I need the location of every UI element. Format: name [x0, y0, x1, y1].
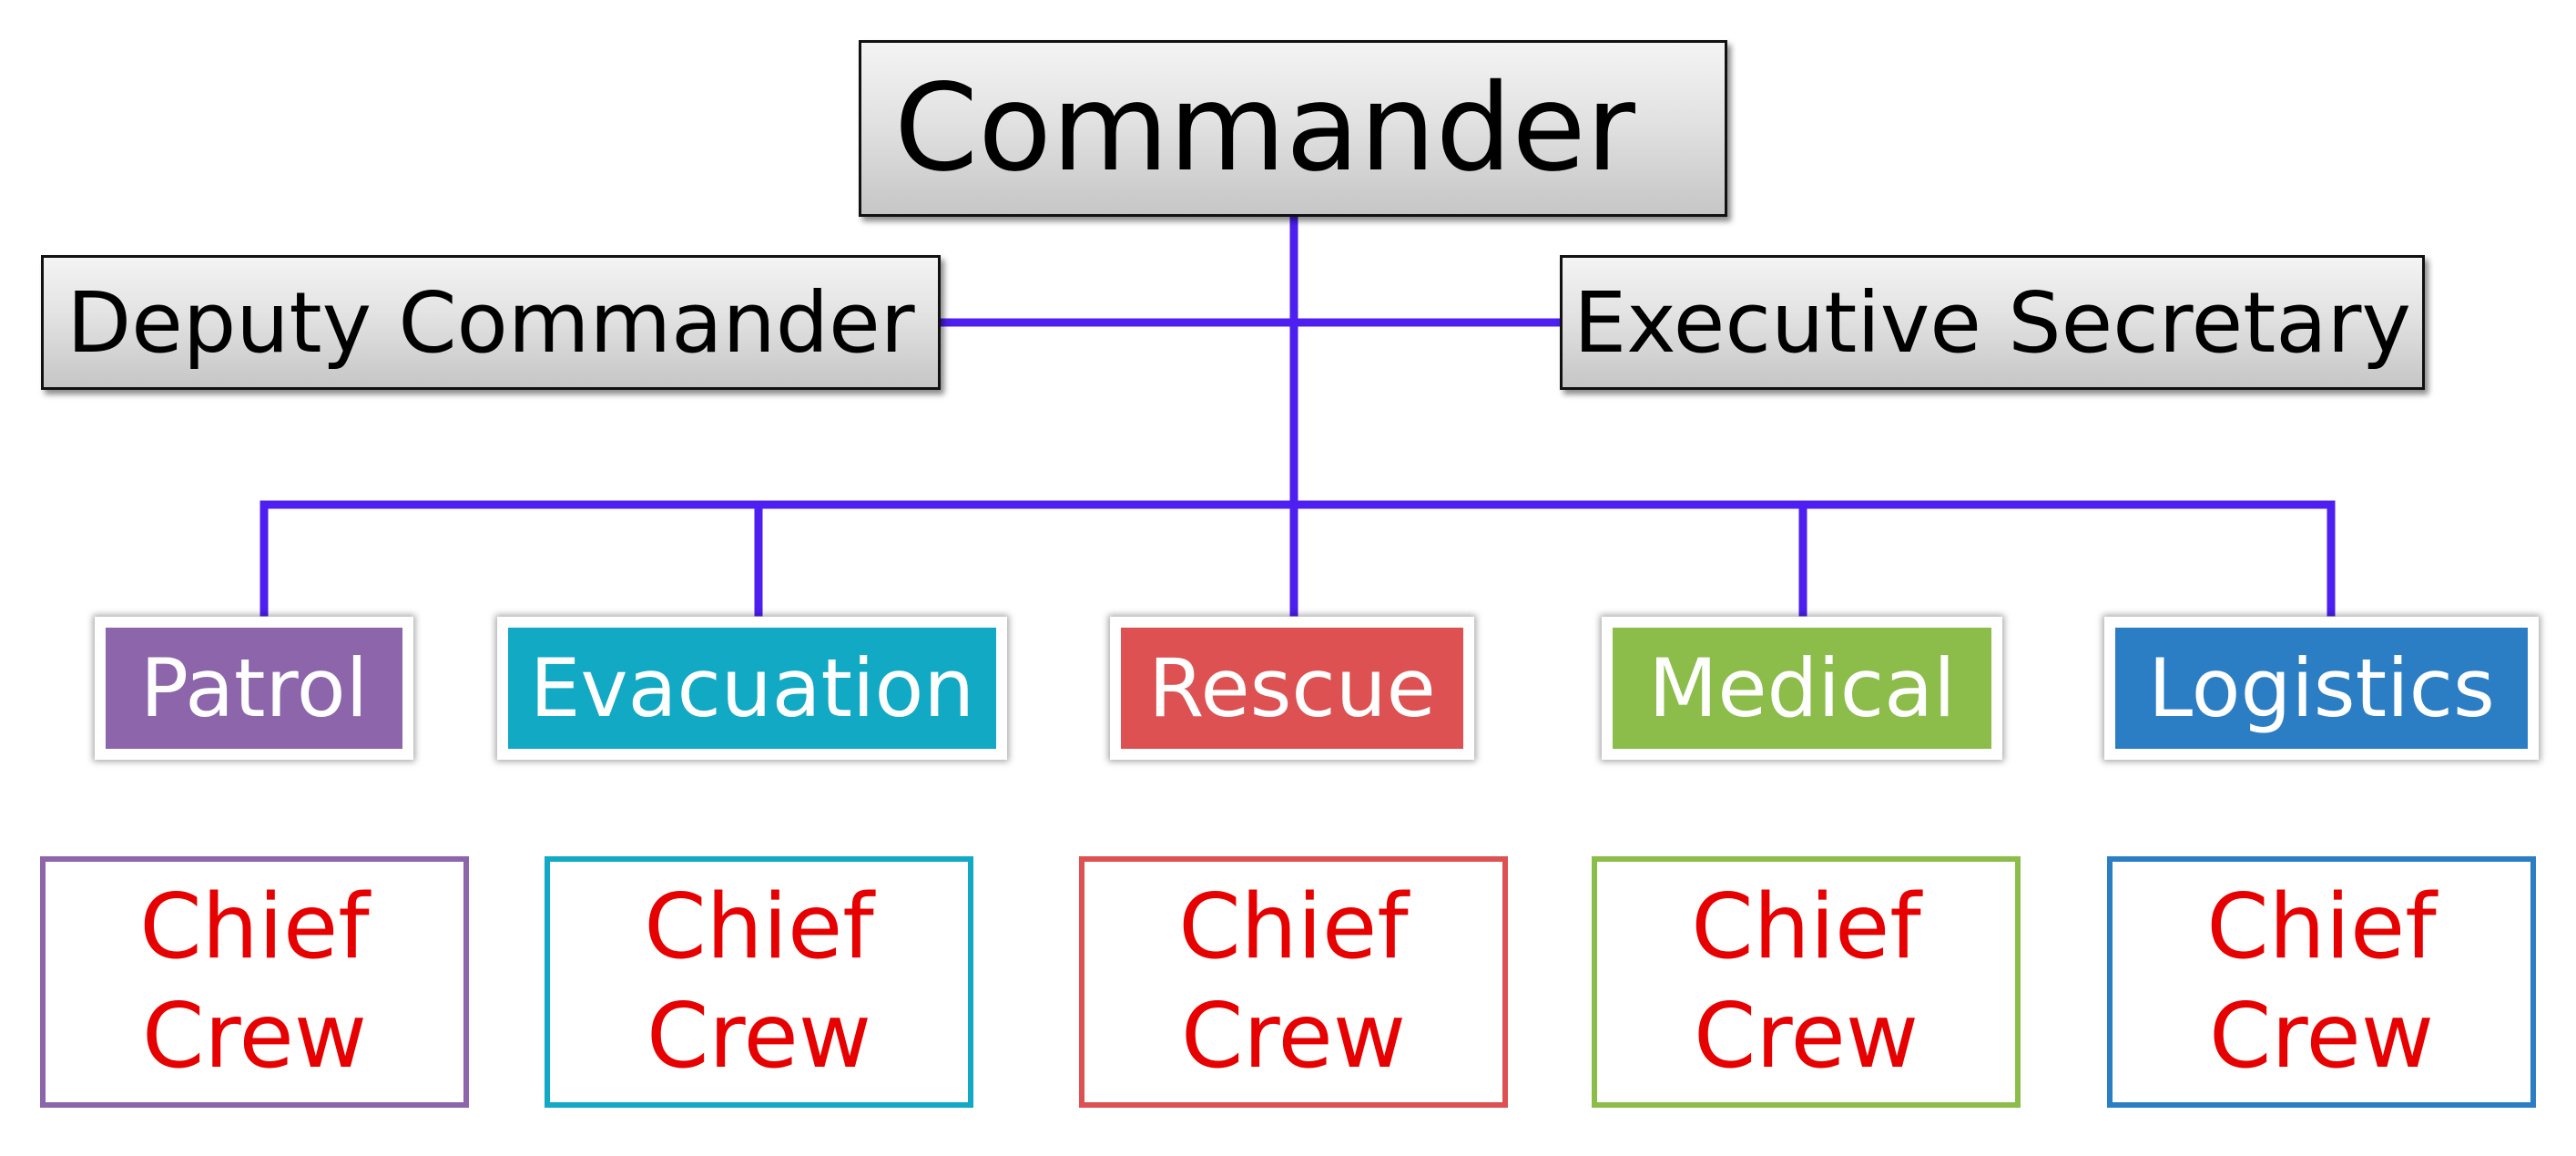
department-evacuation-label: Evacuation — [529, 641, 975, 735]
crew-logistics-line2: Crew — [2208, 985, 2434, 1089]
crew-patrol-line2: Crew — [141, 985, 367, 1089]
crew-box-logistics: Chief Crew — [2107, 856, 2536, 1108]
crew-rescue-line2: Crew — [1180, 985, 1406, 1089]
crew-rescue-line1: Chief — [1178, 875, 1409, 979]
department-medical: Medical — [1602, 617, 2002, 760]
department-patrol-label: Patrol — [139, 641, 369, 735]
crew-logistics-line1: Chief — [2206, 875, 2437, 979]
commander-label: Commander — [894, 58, 1635, 199]
department-rescue-label: Rescue — [1148, 641, 1436, 735]
crew-medical-line1: Chief — [1691, 875, 1921, 979]
crew-box-patrol: Chief Crew — [40, 856, 469, 1108]
department-logistics-label: Logistics — [2148, 641, 2495, 735]
crew-evacuation-line2: Crew — [646, 985, 871, 1089]
crew-medical-line2: Crew — [1693, 985, 1919, 1089]
commander-box: Commander — [859, 40, 1727, 217]
crew-box-rescue: Chief Crew — [1079, 856, 1508, 1108]
department-rescue: Rescue — [1110, 617, 1474, 760]
department-patrol: Patrol — [95, 617, 413, 760]
executive-secretary-label: Executive Secretary — [1573, 273, 2411, 372]
deputy-commander-box: Deputy Commander — [41, 255, 941, 390]
crew-box-medical: Chief Crew — [1592, 856, 2021, 1108]
executive-secretary-box: Executive Secretary — [1560, 255, 2425, 390]
crew-box-evacuation: Chief Crew — [545, 856, 973, 1108]
crew-patrol-line1: Chief — [139, 875, 370, 979]
deputy-commander-label: Deputy Commander — [66, 273, 915, 372]
department-evacuation: Evacuation — [497, 617, 1007, 760]
department-medical-label: Medical — [1648, 641, 1956, 735]
department-logistics: Logistics — [2104, 617, 2539, 760]
crew-evacuation-line1: Chief — [644, 875, 874, 979]
